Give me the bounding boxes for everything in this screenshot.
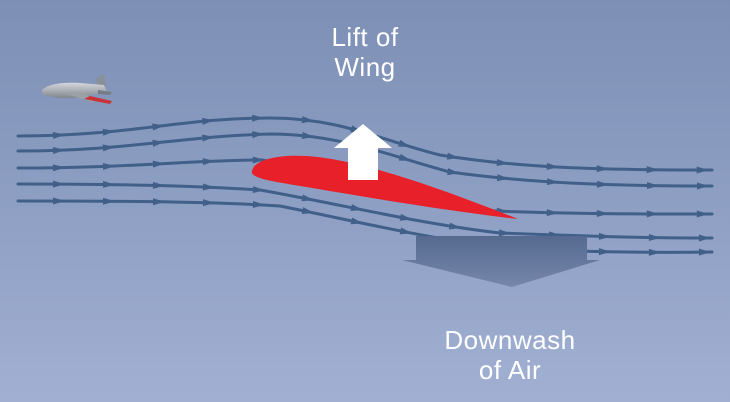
lift-label-line2: Wing (334, 52, 396, 82)
flow-arrowhead (498, 229, 511, 237)
streamline-5 (16, 199, 714, 254)
flow-arrowhead (152, 123, 165, 131)
flow-arrowhead (52, 146, 65, 154)
flow-arrowhead (102, 128, 115, 136)
airfoil-wing (251, 155, 518, 219)
lift-label-line1: Lift of (331, 22, 399, 52)
flow-arrowhead (596, 180, 609, 188)
flow-arrowhead (152, 198, 165, 206)
flow-arrowhead (546, 178, 560, 186)
flow-arrowhead (698, 248, 711, 256)
flow-arrowhead (350, 217, 364, 225)
downwash-arrow-icon (402, 236, 600, 287)
downwash-of-air-label: Downwash of Air (410, 325, 610, 385)
flow-arrowhead (399, 227, 413, 235)
flow-arrowhead (102, 180, 115, 188)
flow-arrowhead (496, 174, 510, 182)
flow-arrowhead (252, 114, 265, 122)
airplane-icon (42, 74, 112, 104)
flow-arrowhead (102, 162, 115, 170)
flow-arrowhead (252, 186, 265, 194)
flow-arrowhead (252, 131, 265, 139)
flow-arrowhead (252, 200, 265, 208)
flow-arrowhead (301, 194, 314, 202)
flow-arrowhead (646, 210, 659, 218)
flow-arrowhead (152, 181, 165, 189)
flow-arrowhead (301, 207, 315, 215)
flow-arrowhead (202, 183, 215, 191)
flow-arrowhead (446, 152, 460, 160)
downwash-label-line2: of Air (478, 355, 542, 385)
flow-arrowhead (546, 209, 559, 217)
flow-arrowhead (301, 132, 315, 140)
lift-arrow-icon (334, 124, 392, 180)
flow-arrowhead (696, 210, 709, 218)
flow-arrowhead (202, 199, 215, 207)
flow-arrowhead (698, 234, 711, 242)
flow-arrowhead (52, 180, 65, 188)
flow-arrowhead (202, 117, 215, 125)
flow-arrowhead (152, 139, 165, 147)
downwash-label-line1: Downwash (444, 325, 576, 355)
flow-arrowhead (596, 165, 609, 173)
flow-arrowhead (52, 197, 65, 205)
flow-arrowhead (202, 134, 215, 142)
flow-arrowhead (102, 144, 115, 152)
flow-arrowhead (646, 166, 659, 174)
flow-arrowhead (696, 182, 709, 190)
flow-arrowhead (399, 213, 413, 221)
flow-arrowhead (252, 156, 265, 164)
flow-arrowhead (202, 158, 215, 166)
flow-arrowhead (696, 166, 709, 174)
flow-arrowhead (598, 248, 611, 256)
flow-arrowhead (398, 139, 411, 147)
flow-arrowhead (496, 159, 509, 167)
flow-arrowhead (648, 234, 661, 242)
flow-arrowhead (646, 182, 659, 190)
flow-arrowhead (546, 162, 559, 170)
flow-arrowhead (648, 248, 661, 256)
flow-arrowhead (301, 116, 315, 124)
lift-of-wing-label: Lift of Wing (300, 22, 430, 82)
flow-arrowhead (52, 164, 65, 172)
flow-arrowhead (447, 168, 460, 176)
flow-arrowhead (350, 204, 363, 212)
flow-arrowhead (102, 197, 115, 205)
flow-arrowhead (152, 160, 165, 168)
flow-arrowhead (598, 232, 611, 240)
airflow-streamlines (16, 114, 714, 256)
flow-arrowhead (448, 222, 462, 230)
flow-arrowhead (52, 131, 65, 139)
flow-arrowhead (596, 210, 609, 218)
flow-arrowhead (398, 153, 412, 161)
